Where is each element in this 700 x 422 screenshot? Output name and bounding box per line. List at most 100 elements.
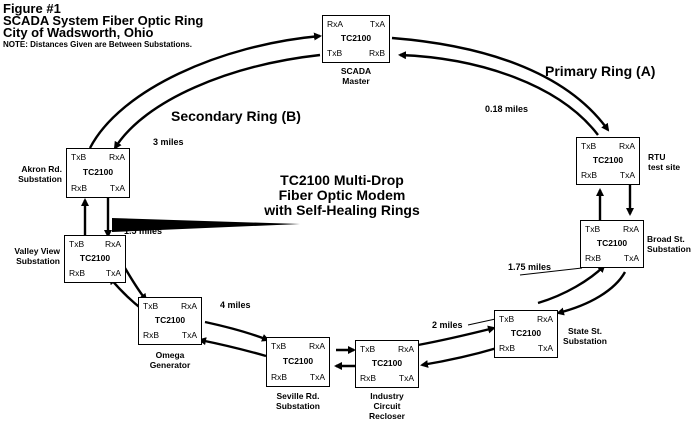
node-akron-rd: TxB RxA TC2100 RxB TxA	[66, 148, 130, 198]
port-label: TxB	[499, 314, 515, 324]
node-state-st: TxB RxA TC2100 RxB TxA	[494, 310, 558, 358]
port-label: TxA	[105, 268, 121, 278]
secondary-state-broad	[537, 264, 606, 305]
site-name: RTU	[648, 152, 666, 162]
site-type: Substation	[18, 174, 62, 184]
site-type: Master	[342, 76, 370, 86]
port-label: RxB	[71, 183, 88, 193]
figure-city: City of Wadsworth, Ohio	[3, 25, 154, 40]
distance-0-18: 0.18 miles	[485, 104, 529, 114]
site-name: SCADA	[340, 66, 372, 76]
modem-model: TC2100	[340, 33, 372, 43]
modem-model: TC2100	[510, 328, 542, 338]
label-scada-master: SCADA Master	[330, 66, 382, 86]
port-label: TxA	[398, 373, 414, 383]
node-rtu-test-site: TxB RxA TC2100 RxB TxA	[576, 137, 640, 185]
primary-state-industry	[420, 346, 498, 368]
port-label: RxA	[618, 141, 635, 151]
port-label: TxB	[271, 341, 287, 351]
secondary-arc-rtu-scada	[398, 51, 599, 136]
port-label: TxB	[143, 301, 159, 311]
modem-model: TC2100	[82, 167, 114, 177]
site-type: Substation	[563, 336, 607, 346]
secondary-omega-seville	[204, 320, 270, 342]
port-label: RxB	[499, 343, 516, 353]
node-scada-master: RxA TxA TC2100 TxB RxB	[322, 15, 390, 63]
modem-title: TC2100 Multi-Drop Fiber Optic Modem with…	[262, 173, 422, 218]
site-type: Recloser	[369, 411, 405, 421]
leader-1-75-miles	[519, 267, 583, 276]
port-label: RxA	[108, 152, 125, 162]
modem-pointer	[112, 218, 300, 232]
distance-2: 2 miles	[432, 320, 463, 330]
port-label: RxB	[271, 372, 288, 382]
site-type: Generator	[149, 360, 191, 370]
node-valley-view: TxB RxA TC2100 RxB TxA	[64, 235, 126, 283]
modem-model: TC2100	[592, 155, 624, 165]
site-name: Omega	[155, 350, 185, 360]
primary-arc-scada-rtu	[391, 36, 610, 132]
primary-ring-label: Primary Ring (A)	[545, 63, 656, 79]
label-akron-rd: Akron Rd. Substation	[6, 164, 62, 184]
primary-akron-scada	[88, 32, 322, 149]
port-label: TxB	[71, 152, 87, 162]
secondary-scada-akron	[113, 53, 321, 150]
site-name: Valley View	[14, 246, 60, 256]
secondary-ring-label: Secondary Ring (B)	[171, 108, 301, 124]
secondary-valley-omega	[123, 267, 148, 302]
port-label: TxA	[369, 19, 385, 29]
modem-model: TC2100	[596, 238, 628, 248]
modem-title-line3: with Self-Healing Rings	[264, 202, 420, 218]
site-type: Substation	[16, 256, 60, 266]
label-rtu-test-site: RTU test site	[648, 152, 680, 172]
node-industry-recloser: TxB RxA TC2100 RxB TxA	[355, 340, 419, 388]
modem-title-line1: TC2100 Multi-Drop	[280, 172, 404, 188]
port-label: TxA	[181, 330, 197, 340]
site-name: Industry	[370, 391, 404, 401]
port-label: RxB	[143, 330, 160, 340]
modem-model: TC2100	[282, 356, 314, 366]
port-label: TxB	[69, 239, 85, 249]
label-seville-rd: Seville Rd. Substation	[264, 391, 332, 411]
port-label: RxA	[308, 341, 325, 351]
site-name: Akron Rd.	[21, 164, 62, 174]
node-seville-rd: TxB RxA TC2100 RxB TxA	[266, 337, 330, 387]
modem-model: TC2100	[154, 315, 186, 325]
port-label: RxA	[180, 301, 197, 311]
port-label: RxA	[536, 314, 553, 324]
label-valley-view: Valley View Substation	[2, 246, 60, 266]
port-label: TxB	[585, 224, 601, 234]
site-name: Broad St.	[647, 234, 685, 244]
secondary-industry-state	[417, 325, 496, 347]
site-type: Substation	[276, 401, 320, 411]
port-label: RxA	[397, 344, 414, 354]
distance-1-75: 1.75 miles	[508, 262, 552, 272]
port-label: TxA	[623, 253, 639, 263]
modem-model: TC2100	[79, 253, 111, 263]
port-label: TxA	[309, 372, 325, 382]
site-name: Seville Rd.	[276, 391, 320, 401]
label-industry-recloser: Industry Circuit Recloser	[355, 391, 419, 421]
distance-partial: 1.5 miles	[124, 226, 163, 236]
port-label: TxA	[619, 170, 635, 180]
port-label: RxB	[585, 253, 602, 263]
distance-3: 3 miles	[153, 137, 184, 147]
primary-broad-state	[556, 271, 627, 316]
site-name: State St.	[567, 326, 602, 336]
primary-seville-omega	[198, 337, 267, 358]
port-label: TxB	[360, 344, 376, 354]
node-broad-st: TxB RxA TC2100 RxB TxA	[580, 220, 644, 268]
port-label: TxA	[109, 183, 125, 193]
port-label: RxA	[327, 19, 344, 29]
label-state-st: State St. Substation	[555, 326, 615, 346]
port-label: TxB	[327, 48, 343, 58]
site-type: Substation	[647, 244, 691, 254]
label-broad-st: Broad St. Substation	[647, 234, 691, 254]
site-type: Circuit	[373, 401, 401, 411]
distance-note: NOTE: Distances Given are Between Substa…	[3, 40, 192, 49]
port-label: RxB	[581, 170, 598, 180]
port-label: RxB	[360, 373, 377, 383]
figure-title: SCADA System Fiber Optic Ring	[3, 13, 204, 28]
site-type: test site	[648, 162, 681, 172]
